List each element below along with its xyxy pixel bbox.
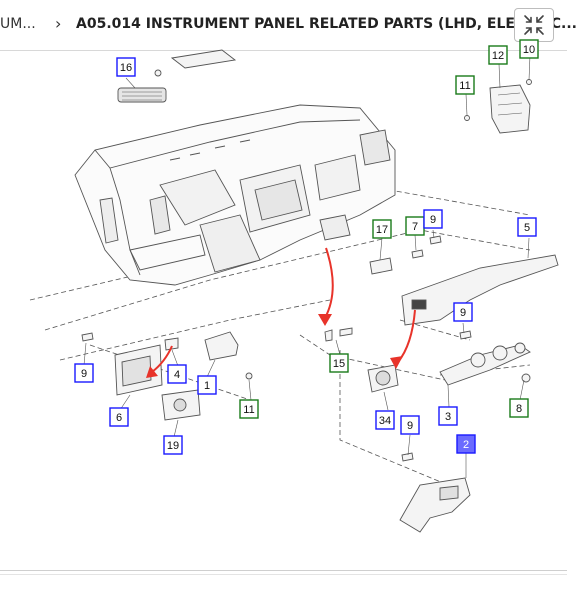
callout-box: [488, 45, 508, 65]
callout-9[interactable]: 9: [400, 415, 420, 435]
instrument-panel-illustration: [74, 104, 396, 286]
callout-box: [509, 398, 529, 418]
callout-11[interactable]: 11: [239, 399, 259, 419]
callout-box: [74, 363, 94, 383]
callout-label: 8: [516, 403, 522, 415]
callout-box: [372, 219, 392, 239]
callout-box: [167, 364, 187, 384]
callout-3[interactable]: 3: [438, 406, 458, 426]
callout-8[interactable]: 8: [509, 398, 529, 418]
callout-9[interactable]: 9: [74, 363, 94, 383]
callout-box: [453, 302, 473, 322]
callout-11[interactable]: 11: [455, 75, 475, 95]
collapse-button[interactable]: [514, 8, 554, 42]
diagram-header: UM... › A05.014 INSTRUMENT PANEL RELATED…: [0, 0, 577, 51]
callout-box: [109, 407, 129, 427]
callout-box: [400, 415, 420, 435]
callout-box: [239, 399, 259, 419]
callout-label: 4: [174, 369, 180, 381]
leader-lines: [83, 54, 531, 478]
callout-label: 7: [412, 221, 418, 233]
callout-5[interactable]: 5: [517, 217, 537, 237]
callout-34[interactable]: 34: [375, 410, 395, 430]
callout-box: [517, 217, 537, 237]
breadcrumb-separator: ›: [55, 14, 62, 33]
callout-label: 15: [333, 358, 345, 370]
callout-17[interactable]: 17: [372, 219, 392, 239]
callout-label: 9: [460, 307, 466, 319]
callout-9[interactable]: 9: [423, 209, 443, 229]
callout-7[interactable]: 7: [405, 216, 425, 236]
callout-box: [163, 435, 183, 455]
callout-label: 16: [120, 62, 132, 74]
callout-19[interactable]: 19: [163, 435, 183, 455]
red-arrowheads: [146, 314, 403, 378]
callout-box: [197, 375, 217, 395]
callout-label: 5: [524, 222, 530, 234]
callout-label: 9: [81, 368, 87, 380]
callout-10[interactable]: 10: [519, 39, 539, 59]
breadcrumb-previous[interactable]: UM...: [0, 16, 36, 32]
callout-label: 17: [376, 224, 388, 236]
callout-box: [423, 209, 443, 229]
callout-label: 9: [430, 214, 436, 226]
callout-label: 11: [243, 404, 254, 416]
callout-2[interactable]: 2: [456, 434, 476, 454]
callout-label: 11: [459, 80, 470, 92]
callout-1[interactable]: 1: [197, 375, 217, 395]
callout-box: [519, 39, 539, 59]
callout-label: 9: [407, 420, 413, 432]
callout-16[interactable]: 16: [116, 57, 136, 77]
callout-label: 34: [379, 415, 391, 427]
page-title: A05.014 INSTRUMENT PANEL RELATED PARTS (…: [76, 16, 577, 32]
callout-box: [375, 410, 395, 430]
callout-label: 6: [116, 412, 122, 424]
callout-label: 2: [463, 439, 469, 451]
callout-9[interactable]: 9: [453, 302, 473, 322]
callout-label: 12: [492, 50, 504, 62]
callout-box: [438, 406, 458, 426]
parts-illustrations: [81, 49, 559, 533]
callout-6[interactable]: 6: [109, 407, 129, 427]
callout-box: [329, 353, 349, 373]
footer-divider-secondary: [0, 574, 567, 575]
callout-box: [455, 75, 475, 95]
callout-label: 3: [445, 411, 451, 423]
callout-label: 10: [523, 44, 535, 56]
callout-15[interactable]: 15: [329, 353, 349, 373]
callout-4[interactable]: 4: [167, 364, 187, 384]
callout-label: 19: [167, 440, 179, 452]
callout-box: [456, 434, 476, 454]
callout-box: [116, 57, 136, 77]
footer-divider: [0, 570, 567, 571]
collapse-arrows-icon: [524, 15, 544, 35]
callout-12[interactable]: 12: [488, 45, 508, 65]
callout-label: 1: [204, 380, 210, 392]
